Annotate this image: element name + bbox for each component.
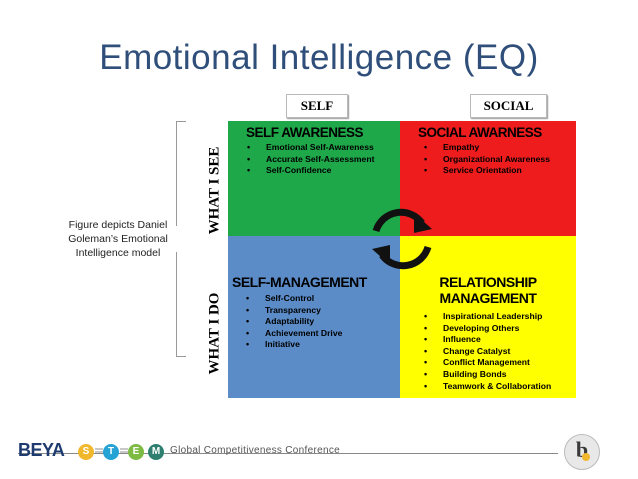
bracket-tick <box>176 356 186 357</box>
bracket-tick <box>176 121 186 122</box>
list-item: Conflict Management <box>424 357 551 369</box>
stem-badge-s: S <box>78 444 94 460</box>
quadrant-title: SOCIAL AWARNESS <box>418 125 542 140</box>
quadrant-list: Self-Control Transparency Adaptability A… <box>246 293 342 351</box>
list-item: Inspirational Leadership <box>424 311 551 323</box>
list-item: Achievement Drive <box>246 328 342 340</box>
list-item: Organizational Awareness <box>424 154 550 166</box>
list-item: Adaptability <box>246 316 342 328</box>
bracket-what-i-do <box>176 252 177 356</box>
column-label-self: SELF <box>286 94 348 118</box>
logo-dot-icon <box>582 453 590 461</box>
quadrant-list: Inspirational Leadership Developing Othe… <box>424 311 551 392</box>
equals-icon <box>120 448 128 453</box>
quadrant-relationship-management: RELATIONSHIP MANAGEMENT Inspirational Le… <box>400 236 576 398</box>
list-item: Self-Confidence <box>247 165 374 177</box>
quadrant-title-line-2: MANAGEMENT <box>439 290 537 306</box>
quadrant-title: SELF-MANAGEMENT <box>232 274 367 290</box>
list-item: Developing Others <box>424 323 551 335</box>
quadrant-self-management: SELF-MANAGEMENT Self-Control Transparenc… <box>228 236 400 398</box>
figure-caption: Figure depicts Daniel Goleman’s Emotiona… <box>68 219 168 259</box>
row-label-what-i-see: WHAT I SEE <box>206 146 223 235</box>
list-item: Influence <box>424 334 551 346</box>
list-item: Change Catalyst <box>424 346 551 358</box>
stem-badge-m: M <box>148 444 164 460</box>
quadrant-self-awareness: SELF AWARENESS Emotional Self-Awareness … <box>228 121 400 236</box>
stem-badge-e: E <box>128 444 144 460</box>
quadrant-list: Empathy Organizational Awareness Service… <box>424 142 550 177</box>
circular-arrows-icon <box>372 208 432 270</box>
list-item: Emotional Self-Awareness <box>247 142 374 154</box>
list-item: Service Orientation <box>424 165 550 177</box>
slide-title: Emotional Intelligence (EQ) <box>99 38 539 77</box>
list-item: Self-Control <box>246 293 342 305</box>
list-item: Building Bonds <box>424 369 551 381</box>
list-item: Initiative <box>246 339 342 351</box>
list-item: Transparency <box>246 305 342 317</box>
quadrant-title-line-1: RELATIONSHIP <box>439 274 537 290</box>
list-item: Empathy <box>424 142 550 154</box>
conference-name: Global Competitiveness Conference <box>170 445 340 456</box>
stem-badge-t: T <box>103 444 119 460</box>
list-item: Accurate Self-Assessment <box>247 154 374 166</box>
quadrant-title: RELATIONSHIP MANAGEMENT <box>400 274 576 306</box>
list-item: Teamwork & Collaboration <box>424 381 551 393</box>
quadrant-title: SELF AWARENESS <box>246 125 364 140</box>
quadrant-social-awareness: SOCIAL AWARNESS Empathy Organizational A… <box>400 121 576 236</box>
footer-logo: b <box>564 434 600 470</box>
equals-icon <box>95 448 103 453</box>
column-label-social: SOCIAL <box>470 94 547 118</box>
brand-logo: BEYA <box>18 440 65 460</box>
bracket-what-i-see <box>176 121 177 226</box>
footer-divider <box>18 453 558 454</box>
quadrant-list: Emotional Self-Awareness Accurate Self-A… <box>247 142 374 177</box>
row-label-what-i-do: WHAT I DO <box>206 292 223 375</box>
